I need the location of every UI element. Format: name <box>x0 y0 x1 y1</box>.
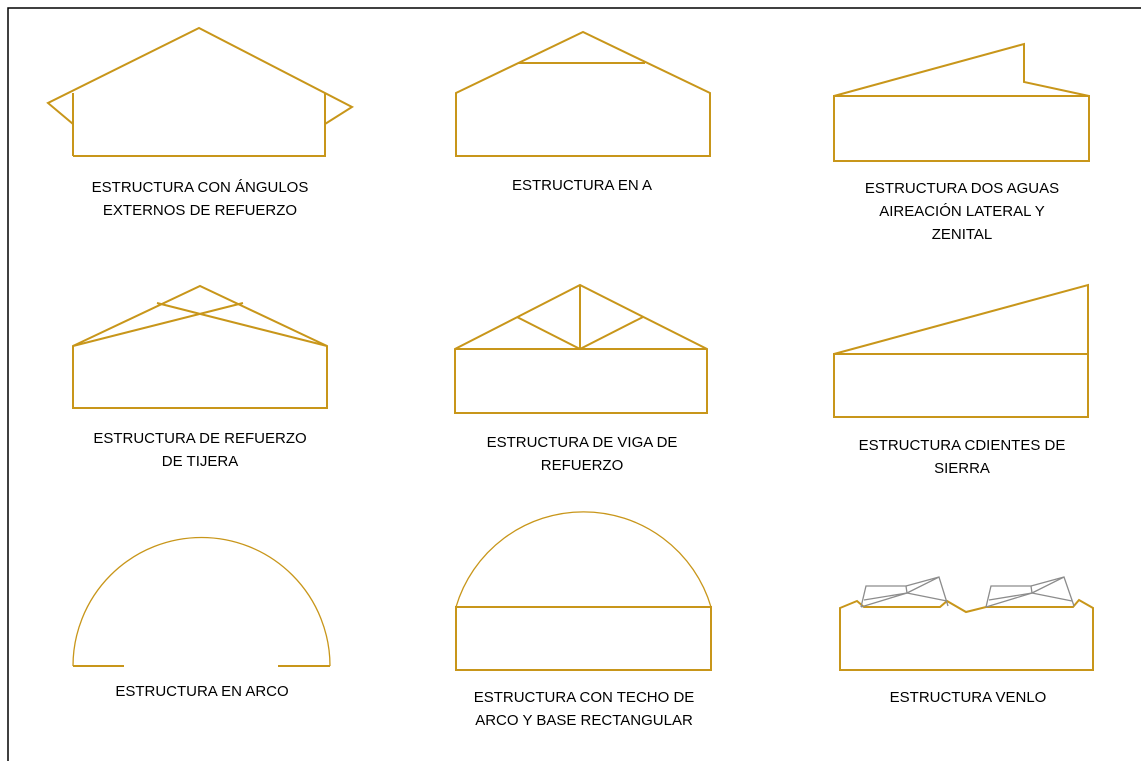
structure-external-angles <box>46 26 355 157</box>
structure-arch-rect <box>455 511 712 671</box>
caption-venlo: ESTRUCTURA VENLO <box>889 689 1047 706</box>
page-border <box>7 7 1141 761</box>
structure-scissor-truss <box>72 284 328 409</box>
structure-venlo <box>839 576 1094 671</box>
structure-sawtooth <box>833 283 1089 418</box>
caption-sawtooth: ESTRUCTURA CDIENTES DE SIERRA <box>858 437 1066 477</box>
structure-beam-truss <box>454 283 708 414</box>
caption-a-frame: ESTRUCTURA EN A <box>511 177 653 194</box>
structure-dos-aguas <box>833 42 1090 162</box>
caption-scissor-truss: ESTRUCTURA DE REFUERZO DE TIJERA <box>93 430 307 470</box>
caption-dos-aguas: ESTRUCTURA DOS AGUAS AIREACIÓN LATERAL Y… <box>864 180 1060 243</box>
caption-beam-truss: ESTRUCTURA DE VIGA DE REFUERZO <box>486 434 678 474</box>
caption-arch: ESTRUCTURA EN ARCO <box>115 683 289 700</box>
caption-arch-rect: ESTRUCTURA CON TECHO DE ARCO Y BASE RECT… <box>473 689 695 729</box>
structure-a-frame <box>455 30 711 157</box>
caption-external-angles: ESTRUCTURA CON ÁNGULOS EXTERNOS DE REFUE… <box>91 179 309 219</box>
structure-arch <box>72 536 331 667</box>
